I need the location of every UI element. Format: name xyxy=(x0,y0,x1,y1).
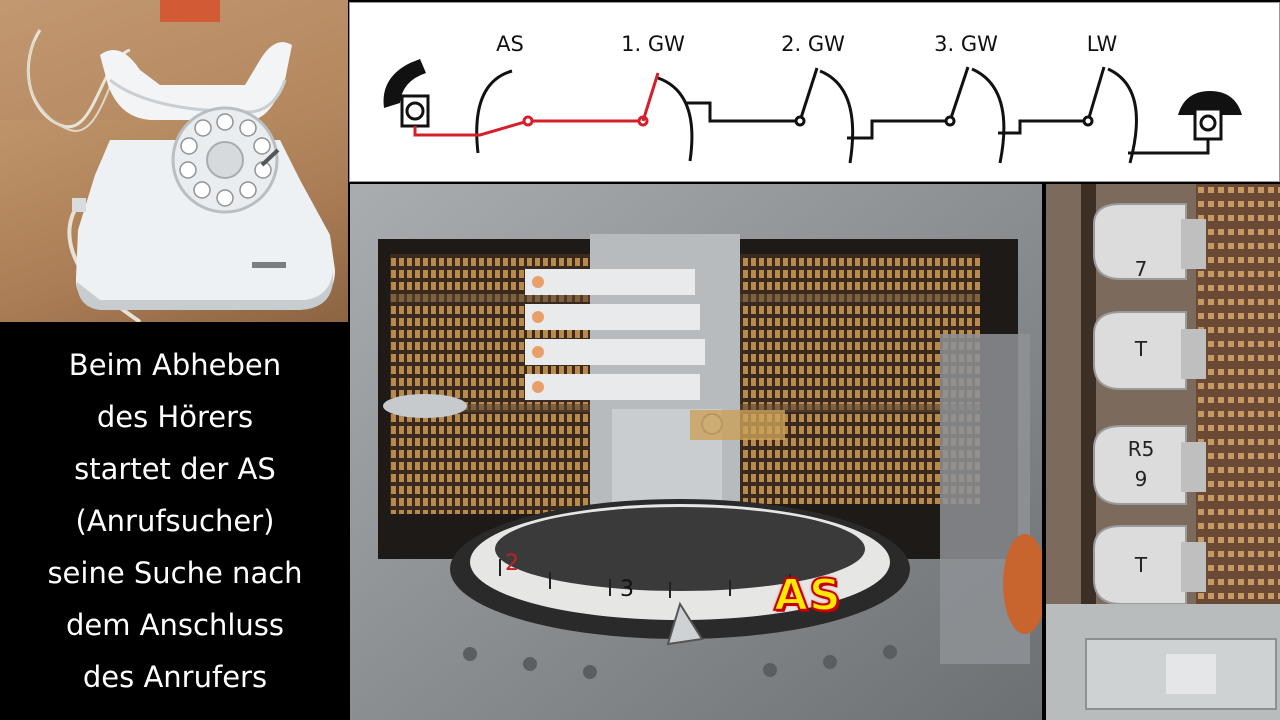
selector-illustration: 2 3 xyxy=(350,184,1042,720)
as-arc xyxy=(475,69,513,154)
relay-bank-photo: 7 T R5 9 T xyxy=(1046,184,1280,720)
stage-label-as: AS xyxy=(496,32,524,56)
telephone-photo xyxy=(0,0,348,322)
caption-line: des Anrufers xyxy=(82,660,268,694)
relay-illustration: 7 T R5 9 T xyxy=(1046,184,1280,720)
caption-line: (Anrufsucher) xyxy=(75,504,275,538)
relay-cap xyxy=(1093,311,1187,390)
gw1-arc xyxy=(657,76,694,162)
caption-line: des Hörers xyxy=(96,400,254,434)
caption-line: startet der AS xyxy=(74,452,276,486)
switching-chain-svg: AS 1. GW 2. GW 3. GW LW xyxy=(383,32,1242,164)
caption-panel: Beim Abheben des Hörers startet der AS (… xyxy=(0,322,350,720)
active-path xyxy=(413,72,660,137)
callee-phone-icon xyxy=(1178,91,1242,141)
stage-label-lw: LW xyxy=(1087,32,1118,56)
stage-label-gw1: 1. GW xyxy=(621,32,685,56)
caption-line: dem Anschluss xyxy=(65,608,284,642)
relay-cap xyxy=(1093,203,1187,280)
caller-phone-icon xyxy=(383,59,430,128)
switching-chain-diagram: AS 1. GW 2. GW 3. GW LW xyxy=(349,2,1280,182)
scale-number-2: 2 xyxy=(505,551,519,576)
relay-cap xyxy=(1093,425,1187,505)
telephone-illustration xyxy=(0,0,348,322)
stage-label-gw3: 3. GW xyxy=(934,32,998,56)
scale-number-3: 3 xyxy=(620,577,634,602)
caption-line: seine Suche nach xyxy=(47,556,303,590)
relay-label: T xyxy=(1134,553,1148,577)
as-overlay-label: AS xyxy=(773,569,842,622)
caption-text: Beim Abheben des Hörers startet der AS (… xyxy=(47,339,302,703)
relay-label: 7 xyxy=(1135,257,1148,281)
idle-path xyxy=(686,66,1210,155)
caption-line: Beim Abheben xyxy=(68,348,282,382)
gw2-arc xyxy=(819,69,855,164)
relay-label: R5 xyxy=(1128,437,1155,461)
relay-label: T xyxy=(1134,337,1148,361)
stage-label-gw2: 2. GW xyxy=(781,32,845,56)
gw3-arc xyxy=(971,67,1006,164)
relay-label: 9 xyxy=(1135,467,1148,491)
selector-mechanism-photo: 2 3 AS xyxy=(350,184,1042,720)
lw-arc xyxy=(1107,67,1138,164)
selector-arcs xyxy=(475,67,1138,164)
